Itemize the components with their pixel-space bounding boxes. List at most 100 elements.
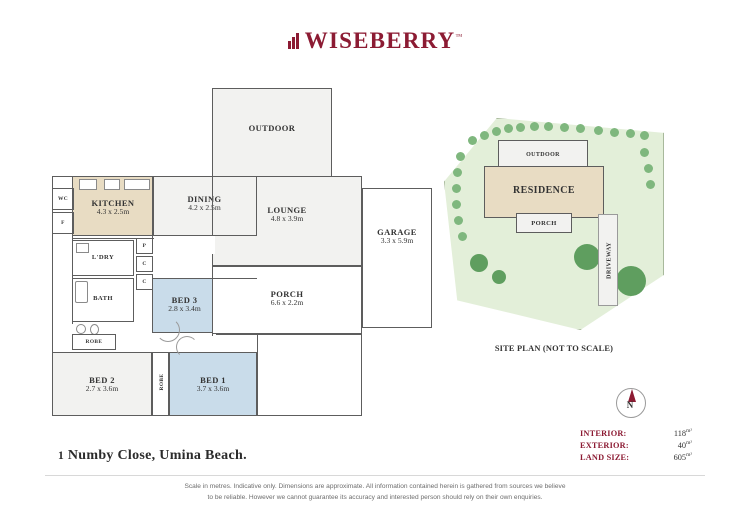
trademark-symbol: ™ (455, 32, 463, 41)
room-bed1-dims: 3.7 x 3.6m (196, 384, 230, 394)
robe-bed2: ROBE (72, 334, 116, 350)
kitchen-bench-icon (124, 179, 150, 190)
stat-exterior-label: EXTERIOR: (580, 441, 629, 451)
floor-plan: OUTDOOR LOUNGE 4.8 x 3.9m DINING 4.2 x 2… (52, 88, 432, 418)
wall-line-1 (152, 176, 154, 238)
bathtub-icon (75, 281, 88, 303)
room-lounge-name: LOUNGE (267, 205, 307, 215)
room-porch: PORCH 6.6 x 2.2m (212, 266, 362, 334)
room-garage: GARAGE 3.3 x 5.9m (362, 188, 432, 328)
address-street: Numby Close, Umina Beach. (67, 448, 247, 463)
tree-icon (576, 124, 585, 133)
wall-line-6 (152, 278, 257, 280)
tree-icon (504, 124, 513, 133)
room-porch-name: PORCH (270, 289, 304, 299)
tree-icon (454, 216, 463, 225)
site-plan-caption: SITE PLAN (NOT TO SCALE) (494, 344, 614, 353)
room-wc-name: WC (57, 196, 69, 202)
cupboard-1-label: C (142, 261, 147, 267)
tree-icon (544, 122, 553, 131)
cupboard-1: C (136, 256, 153, 272)
cupboard-2: C (136, 274, 153, 290)
tree-icon (644, 164, 653, 173)
tree-icon (640, 131, 649, 140)
tree-icon (646, 180, 655, 189)
tree-icon (530, 122, 539, 131)
room-dining: DINING 4.2 x 2.5m (152, 176, 257, 236)
tree-icon (468, 136, 477, 145)
fridge-label: F (61, 220, 65, 226)
tree-icon (452, 184, 461, 193)
footer-divider (45, 475, 705, 476)
site-residence-label: RESIDENCE (513, 185, 575, 196)
tree-icon (492, 270, 506, 284)
laundry-tub-icon (76, 243, 89, 253)
disclaimer: Scale in metres. Indicative only. Dimens… (75, 482, 675, 504)
tree-icon (594, 126, 603, 135)
tree-icon (640, 148, 649, 157)
door-gap-2 (71, 324, 75, 334)
door-swing-bed3 (156, 318, 180, 342)
robe-bed2-label: ROBE (85, 339, 103, 345)
room-bath-name: BATH (93, 295, 113, 302)
tree-icon (453, 168, 462, 177)
compass-north-label: N (626, 400, 634, 410)
stat-interior-value: 118m² (673, 428, 692, 438)
room-dining-name: DINING (187, 194, 222, 204)
compass-ring (616, 388, 646, 418)
pantry: P (136, 238, 153, 254)
room-outdoor: OUTDOOR (212, 88, 332, 178)
robe-bed1-label: ROBE (159, 373, 165, 391)
door-swing-bed1 (176, 336, 198, 358)
stat-exterior: EXTERIOR: 40m² (580, 440, 692, 452)
room-garage-name: GARAGE (377, 227, 417, 237)
room-wc: WC (52, 188, 74, 210)
compass-icon: N (616, 388, 648, 420)
site-outdoor-label: OUTDOOR (526, 152, 560, 158)
stat-landsize: LAND SIZE: 605m² (580, 452, 692, 464)
stat-landsize-value: 605m² (673, 452, 692, 463)
disclaimer-line-2: to be reliable. However we cannot guaran… (207, 493, 543, 501)
room-bed1: BED 1 3.7 x 3.6m (169, 352, 257, 416)
address-number: 1 (58, 450, 65, 462)
room-garage-dims: 3.3 x 5.9m (380, 236, 414, 246)
compass-needle (628, 389, 636, 402)
fixture-fridge: F (52, 212, 74, 234)
brand-name: WISEBERRY (304, 28, 456, 53)
tree-icon (574, 244, 600, 270)
door-gap-1 (211, 236, 215, 254)
site-porch: PORCH (516, 213, 572, 233)
tree-icon (452, 200, 461, 209)
room-bed2-dims: 2.7 x 3.6m (85, 384, 119, 394)
tree-icon (560, 123, 569, 132)
kitchen-cooktop-icon (104, 179, 120, 190)
tree-icon (616, 266, 646, 296)
site-plan: OUTDOOR RESIDENCE PORCH DRIVEWAY (444, 118, 664, 330)
site-porch-label: PORCH (531, 220, 557, 227)
stat-landsize-label: LAND SIZE: (580, 453, 630, 463)
robe-bed1: ROBE (152, 352, 169, 416)
tree-icon (626, 129, 635, 138)
wiseberry-bars-icon (287, 33, 302, 49)
room-porch-dims: 6.6 x 2.2m (270, 298, 304, 308)
site-driveway-label: DRIVEWAY (605, 242, 613, 280)
brand-logo: WISEBERRY™ (0, 28, 750, 54)
room-bed1-name: BED 1 (200, 375, 226, 385)
room-dining-dims: 4.2 x 2.5m (188, 203, 221, 213)
wall-line-2 (212, 176, 214, 336)
room-lounge-dims: 4.8 x 3.9m (270, 214, 304, 224)
stat-interior-label: INTERIOR: (580, 429, 627, 438)
wall-line-8 (216, 334, 362, 336)
stat-interior: INTERIOR: 118m² (580, 428, 692, 440)
room-outdoor-name: OUTDOOR (248, 123, 296, 133)
tree-icon (458, 232, 467, 241)
stat-exterior-value: 40m² (677, 440, 692, 451)
room-kitchen-name: KITCHEN (91, 198, 135, 208)
tree-icon (610, 128, 619, 137)
room-bed2: BED 2 2.7 x 3.6m (52, 352, 152, 416)
tree-icon (492, 127, 501, 136)
tree-icon (480, 131, 489, 140)
tree-icon (470, 254, 488, 272)
page-title: 1 Numby Close, Umina Beach. (58, 448, 247, 464)
